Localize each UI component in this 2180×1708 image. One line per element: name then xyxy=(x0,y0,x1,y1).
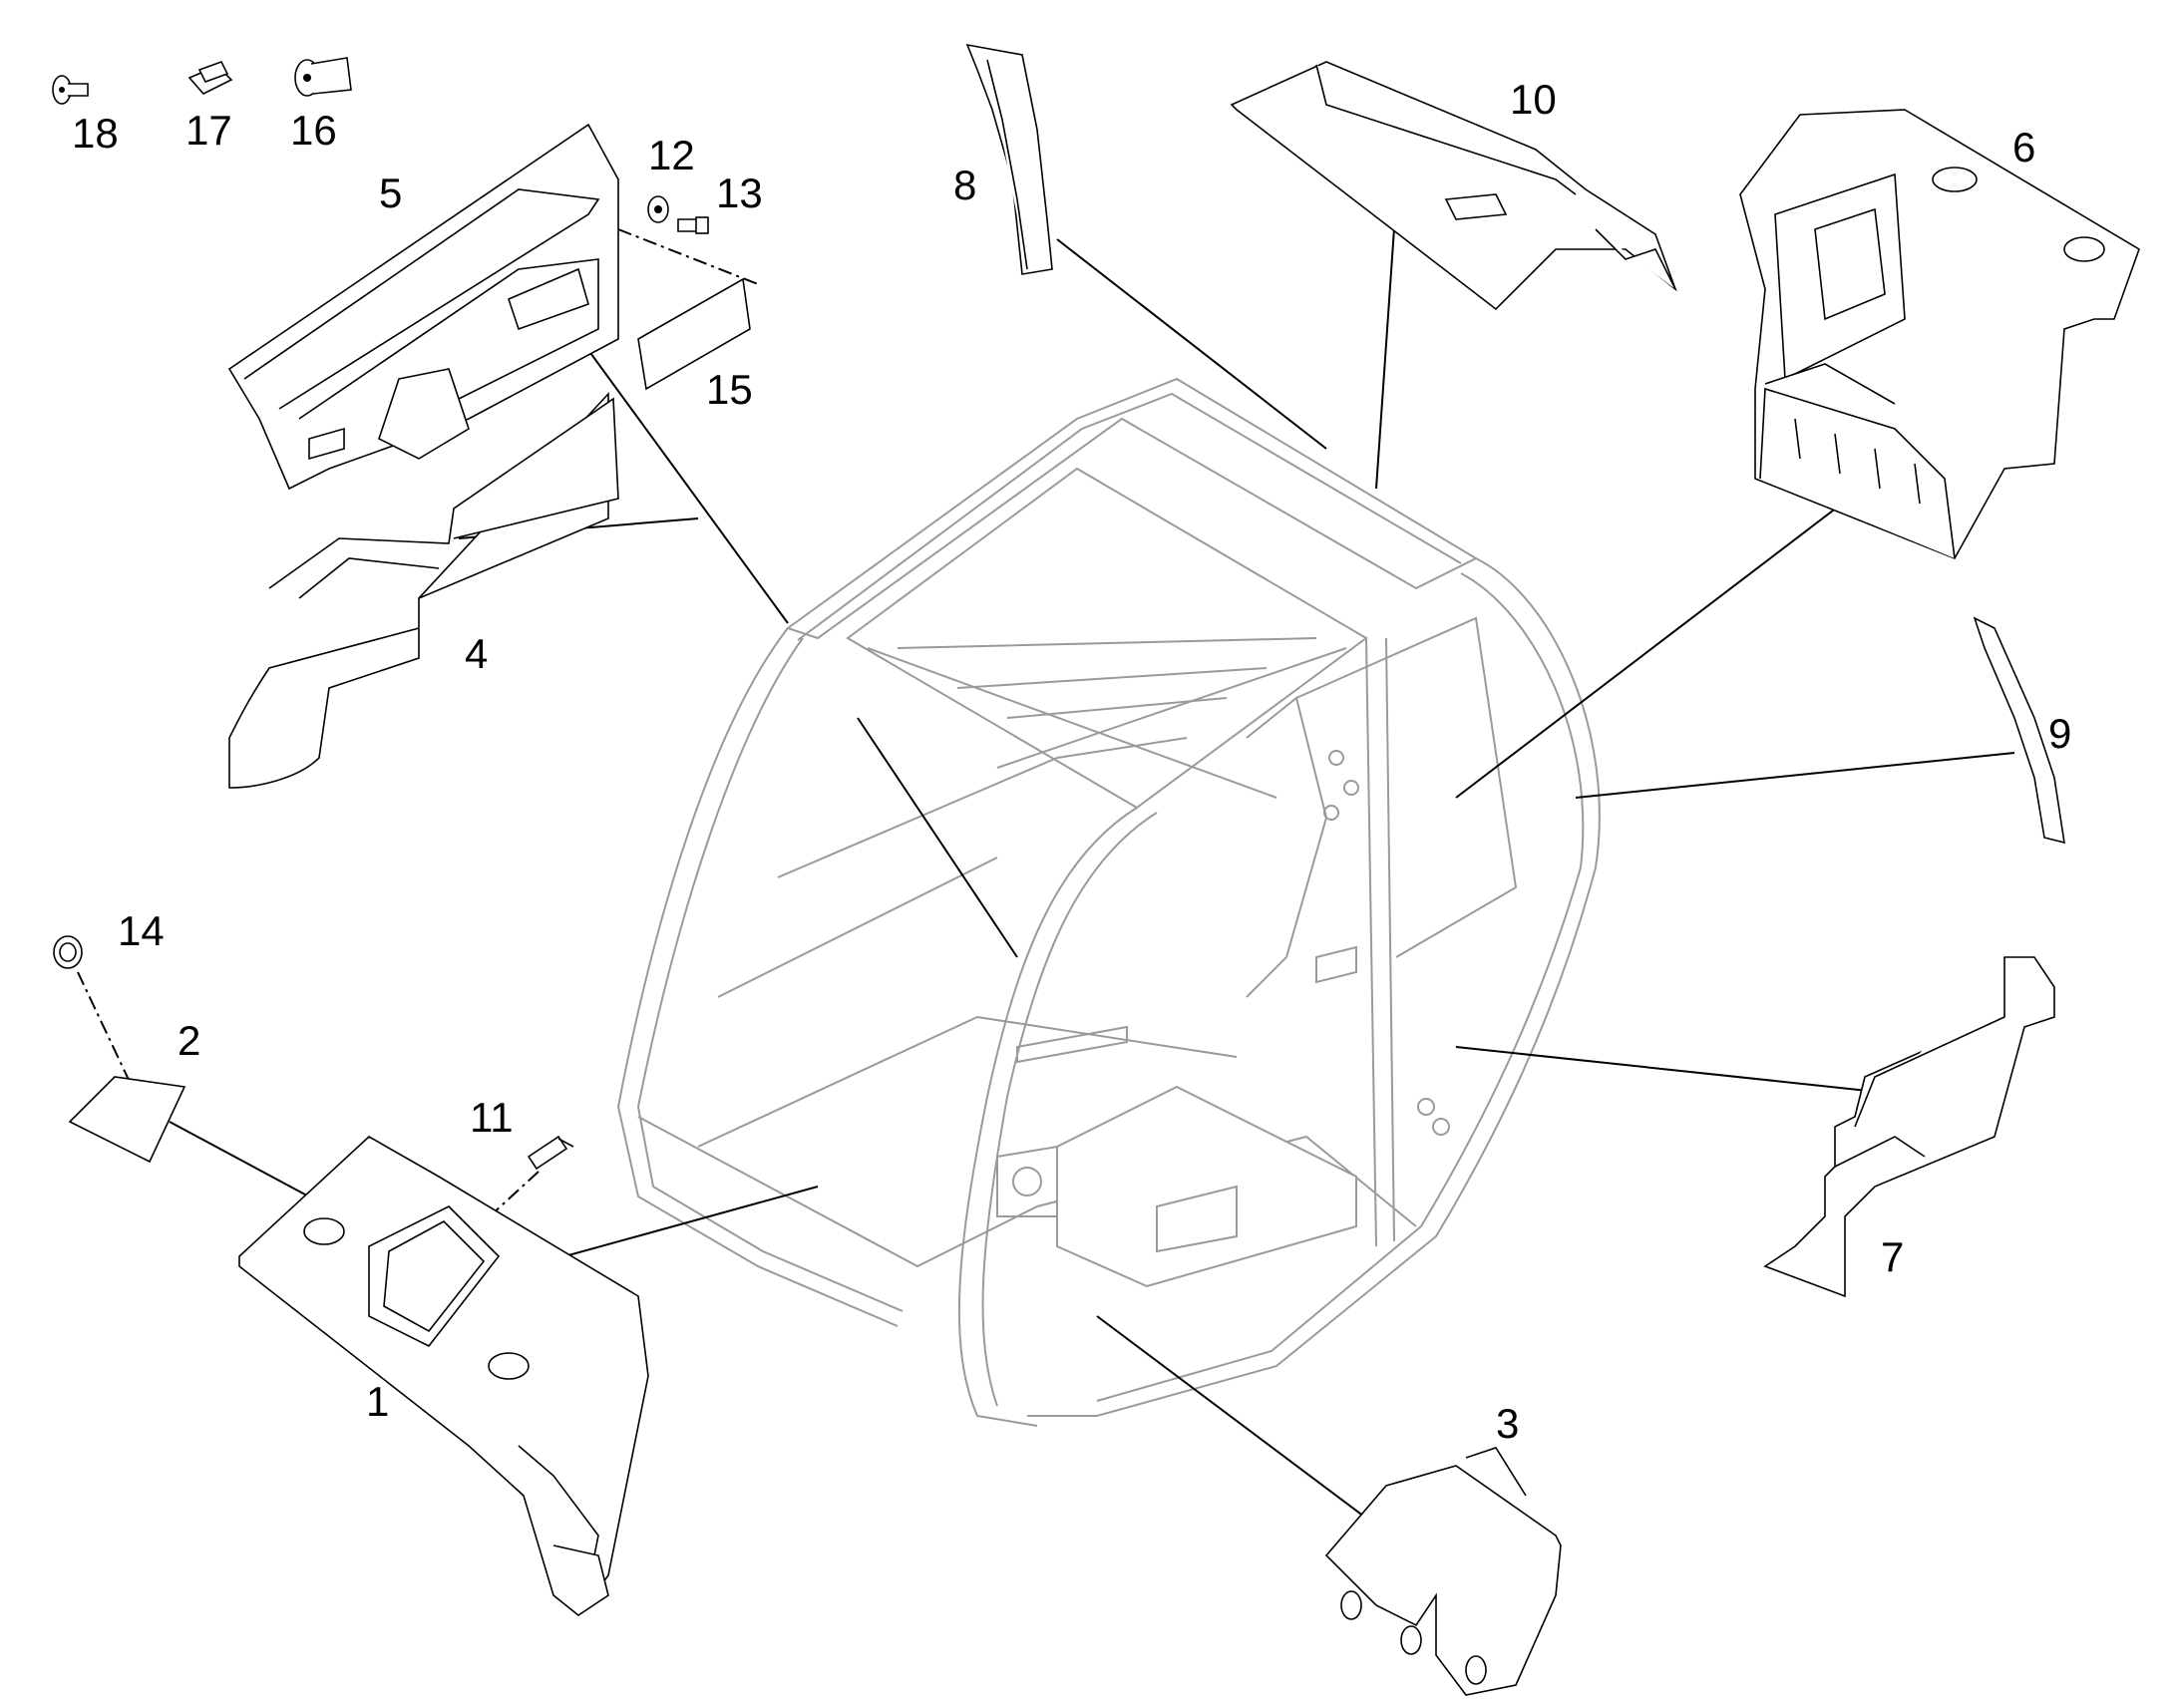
part-1-front-panel xyxy=(238,1136,649,1617)
label-12: 12 xyxy=(648,132,695,178)
part-6-rear-box xyxy=(1739,109,2140,560)
label-6: 6 xyxy=(2012,124,2035,171)
label-3: 3 xyxy=(1496,1400,1519,1447)
part-15-plate xyxy=(637,277,751,391)
part-labels: 18 17 16 5 12 13 15 4 8 10 6 9 7 14 2 11… xyxy=(72,76,2071,1447)
label-13: 13 xyxy=(716,170,763,216)
part-14-grommet xyxy=(53,935,83,969)
part-4-lower-panel xyxy=(228,391,619,789)
cab-frame xyxy=(616,377,1601,1427)
part-18-screw xyxy=(52,75,89,105)
part-12-nut xyxy=(647,195,669,223)
label-16: 16 xyxy=(290,107,337,154)
label-10: 10 xyxy=(1510,76,1557,123)
part-5-side-panel xyxy=(227,123,619,491)
label-18: 18 xyxy=(72,110,119,157)
part-13-bolt xyxy=(677,216,709,234)
part-13-axis xyxy=(617,228,759,285)
part-10-roof-panel xyxy=(1230,61,1677,311)
label-2: 2 xyxy=(178,1017,200,1064)
part-8-pillar-trim xyxy=(965,43,1053,275)
label-1: 1 xyxy=(366,1378,389,1425)
part-7-corner-panel xyxy=(1763,956,2055,1298)
part-3-bottom-panel xyxy=(1324,1447,1562,1696)
part-16-plug xyxy=(294,57,352,97)
label-8: 8 xyxy=(953,162,976,208)
part-17-clip xyxy=(187,61,233,95)
label-9: 9 xyxy=(2048,710,2071,757)
label-14: 14 xyxy=(118,907,165,954)
part-11-screw xyxy=(527,1135,574,1171)
label-11: 11 xyxy=(470,1094,514,1141)
label-5: 5 xyxy=(379,170,402,216)
part-14-axis xyxy=(77,971,131,1083)
label-15: 15 xyxy=(706,366,753,413)
label-17: 17 xyxy=(185,107,232,154)
part-9-rear-trim xyxy=(1973,616,2065,845)
part-2-cover-plate xyxy=(68,1076,186,1164)
label-7: 7 xyxy=(1881,1233,1904,1280)
label-4: 4 xyxy=(465,630,488,677)
